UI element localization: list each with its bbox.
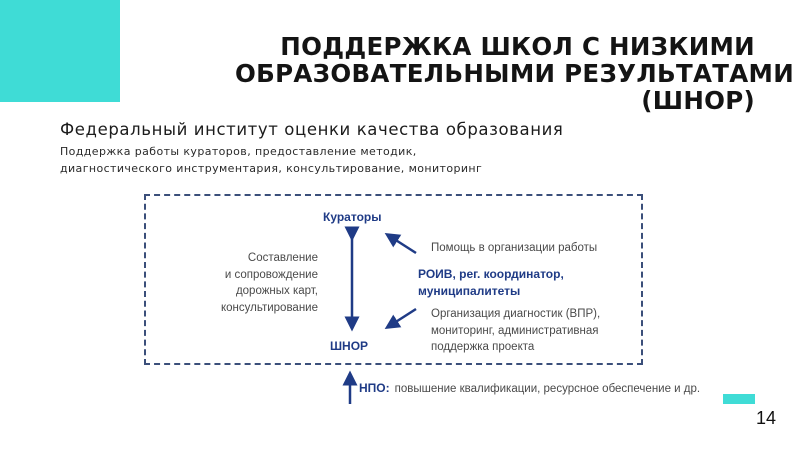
organization-diagnostics-label: Организация диагностик (ВПР), мониторинг… <box>431 306 600 356</box>
organization-description: Поддержка работы кураторов, предоставлен… <box>60 143 482 177</box>
page-number: 14 <box>756 408 777 428</box>
title-line-3: (ШНОР) <box>641 86 755 115</box>
org-desc-line-1: Поддержка работы кураторов, предоставлен… <box>60 145 417 158</box>
npo-text: повышение квалификации, ресурсное обеспе… <box>394 383 701 395</box>
org-label-line-1: Организация диагностик (ВПР), <box>431 308 601 320</box>
curators-shnor-label: Составление и сопровождение дорожных кар… <box>221 250 318 316</box>
org-label-line-3: поддержка проекта <box>431 341 535 353</box>
node-shnor: ШНОР <box>330 339 369 353</box>
organization-name: Федеральный институт оценки качества обр… <box>60 120 564 139</box>
org-label-line-2: мониторинг, административная <box>431 324 599 337</box>
left-label-line-2: и сопровождение <box>224 268 318 281</box>
help-label: Помощь в организации работы <box>431 242 598 254</box>
diagram-dashed-box <box>144 194 643 365</box>
npo-note: НПО: повышение квалификации, ресурсное об… <box>359 381 700 395</box>
page-number-accent <box>723 394 755 404</box>
roiv-line-2: муниципалитеты <box>418 284 521 298</box>
node-curators: Кураторы <box>323 210 382 224</box>
left-label-line-3: дорожных карт, <box>235 285 318 297</box>
page-title: ПОДДЕРЖКА ШКОЛ С НИЗКИМИ ОБРАЗОВАТЕЛЬНЫМ… <box>235 32 795 115</box>
teal-accent-block <box>0 0 120 102</box>
title-line-2: ОБРАЗОВАТЕЛЬНЫМИ РЕЗУЛЬТАТАМИ <box>235 59 795 88</box>
npo-label: НПО: <box>359 381 390 395</box>
node-roiv: РОИВ, рег. координатор, муниципалитеты <box>418 266 564 300</box>
left-label-line-1: Составление <box>247 252 318 264</box>
org-desc-line-2: диагностического инструментария, консуль… <box>60 162 483 175</box>
title-line-1: ПОДДЕРЖКА ШКОЛ С НИЗКИМИ <box>280 32 755 61</box>
left-label-line-4: консультирование <box>221 301 318 314</box>
roiv-line-1: РОИВ, рег. координатор, <box>418 267 564 281</box>
